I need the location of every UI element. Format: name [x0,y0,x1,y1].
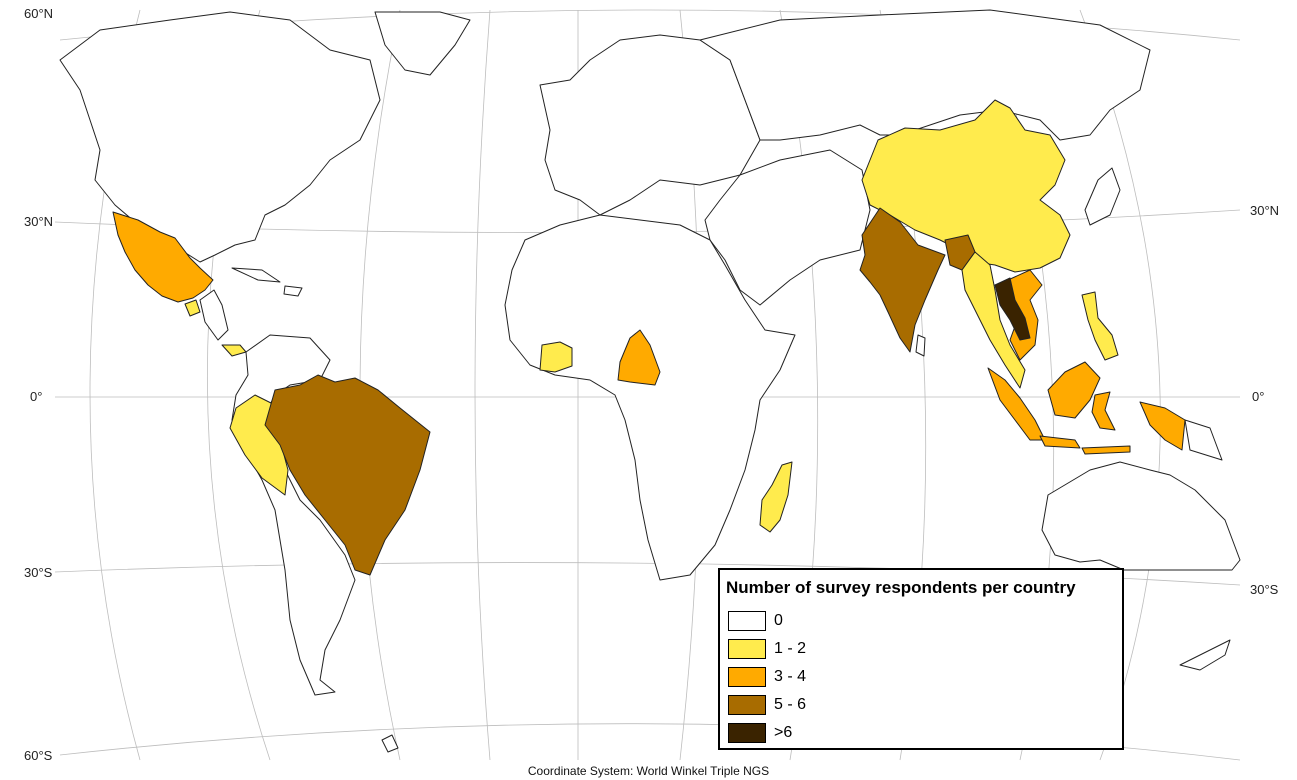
coordinate-system-note: Coordinate System: World Winkel Triple N… [527,764,770,778]
country-north-america [59,11,381,263]
country-japan [1084,167,1121,226]
lat-label-60n: 60°N [24,6,54,21]
country-mexico [112,211,214,303]
lat-label-30s: 30°S [24,565,53,580]
country-europe [539,34,761,216]
country-new-guinea [1139,401,1186,451]
country-middle-east [704,149,871,306]
country-cameroon [617,329,661,386]
country-guatemala [184,299,201,317]
legend-item-4: >6 [728,722,792,744]
country-russia [699,9,1151,141]
country-central-america [199,289,229,341]
legend-swatch-0 [728,611,766,631]
legend-item-0: 0 [728,610,783,632]
legend-label-4: >6 [774,724,793,741]
country-china [861,99,1071,273]
country-borneo [1047,361,1101,419]
lat-label-right-0: 0° [1252,389,1265,404]
country-ivory-coast [539,341,573,373]
country-myanmar [961,251,1026,389]
country-india [859,207,946,353]
country-antarctica-fragment [381,734,399,753]
country-madagascar [759,461,793,533]
legend-swatch-2 [728,667,766,687]
legend-label-3: 5 - 6 [774,696,807,713]
legend-label-0: 0 [774,612,783,629]
country-png-east [1184,419,1223,461]
country-hispaniola [283,285,303,297]
lat-label-right-30n: 30°N [1250,203,1280,218]
legend-item-3: 5 - 6 [728,694,806,716]
legend-item-1: 1 - 2 [728,638,806,660]
country-greenland [374,11,471,76]
country-laos [994,277,1031,341]
country-australia [1041,461,1241,571]
country-africa [504,214,796,581]
country-lesser-sunda [1081,445,1131,455]
legend-label-1: 1 - 2 [774,640,807,657]
lat-label-0: 0° [30,389,43,404]
graticule-lon [1079,9,1161,761]
legend-label-2: 3 - 4 [774,668,807,685]
country-new-zealand [1179,639,1231,671]
lat-label-30n: 30°N [24,214,54,229]
country-philippines [1081,291,1119,361]
legend-swatch-4 [728,723,766,743]
country-cuba [231,267,281,283]
country-sri-lanka [915,334,926,357]
lat-label-60s: 60°S [24,748,53,763]
lat-label-right-30s: 30°S [1250,582,1279,597]
legend-item-2: 3 - 4 [728,666,806,688]
country-panama [221,344,247,357]
map-legend: Number of survey respondents per country… [718,568,1124,750]
country-sulawesi [1091,391,1116,431]
country-brazil [264,374,431,576]
legend-title: Number of survey respondents per country [726,578,1076,597]
legend-swatch-1 [728,639,766,659]
graticule-lon [474,9,491,761]
legend-swatch-3 [728,695,766,715]
country-peru [229,394,289,496]
country-java [1039,435,1081,449]
